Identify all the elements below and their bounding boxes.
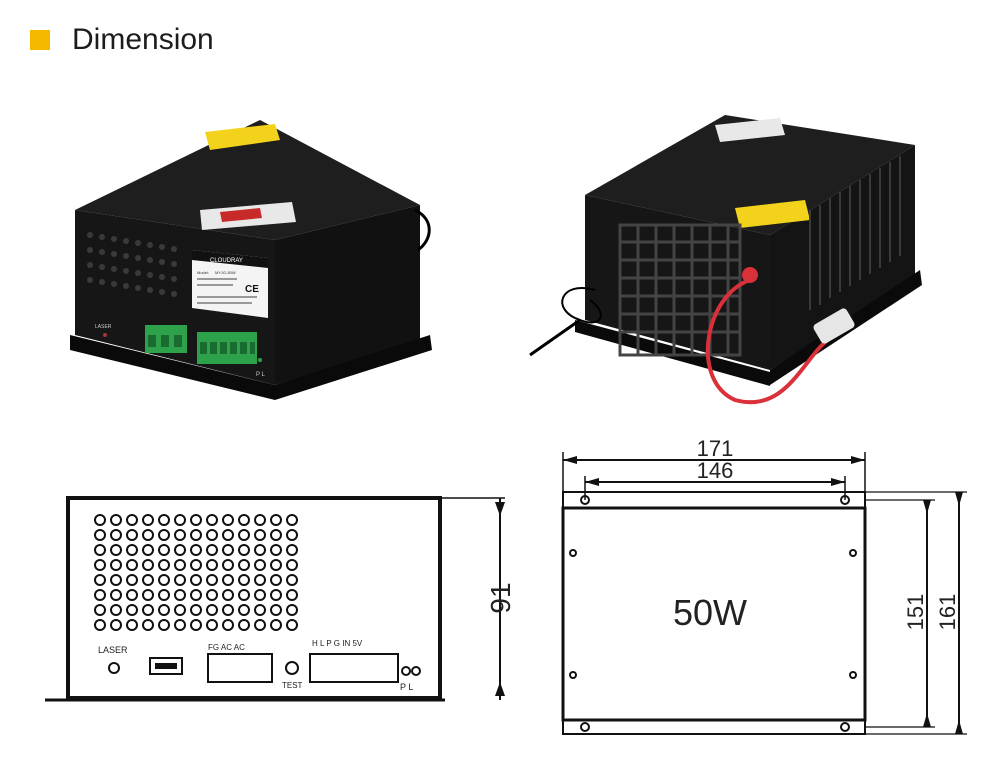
terminal-block-2 <box>309 653 399 683</box>
section-header: Dimension <box>30 22 214 58</box>
terminal-block-1 <box>207 653 273 683</box>
outer-height-label: 161 <box>935 594 960 631</box>
laser-indicator-box <box>149 657 183 675</box>
bullet-square-icon <box>30 30 50 50</box>
ce-mark: CE <box>245 284 259 295</box>
front-panel-drawing: LASER FG AC AC TEST H L P G IN 5V P L 91 <box>45 496 516 702</box>
laser-label: LASER <box>98 645 128 655</box>
power-rating-label: 50W <box>673 592 747 633</box>
page-title: Dimension <box>72 23 214 56</box>
white-connector <box>813 308 855 344</box>
inner-width-label: 146 <box>697 458 734 483</box>
terminal1-label: FG AC AC <box>208 643 245 652</box>
model-value: MYJG-50W <box>215 270 236 275</box>
height-dimension-label: 91 <box>485 582 516 613</box>
inner-height-label: 151 <box>903 594 928 631</box>
brand-text: CLOUDRAY <box>210 258 243 264</box>
fan-grille <box>618 223 742 357</box>
outer-width-label: 171 <box>697 440 734 461</box>
model-label: Model: <box>197 270 209 275</box>
test-label: TEST <box>282 681 303 690</box>
hv-connector <box>742 267 758 283</box>
hv-cable <box>705 278 836 405</box>
vent-circle-grid <box>94 514 298 631</box>
laser-label: LASER <box>95 324 112 330</box>
top-view-drawing: 171 146 50W 151 161 <box>561 440 967 735</box>
side-vent-slots <box>809 156 901 310</box>
test-button <box>285 661 299 675</box>
terminal2-label: H L P G IN 5V <box>312 639 363 648</box>
product-photo-back <box>529 115 922 405</box>
vent-holes <box>87 232 177 297</box>
pl-label: P L <box>256 372 266 378</box>
product-photo-front: CLOUDRAY Model: MYJG-50W CE LASER P L <box>70 120 432 400</box>
pl-label: P L <box>400 682 413 692</box>
